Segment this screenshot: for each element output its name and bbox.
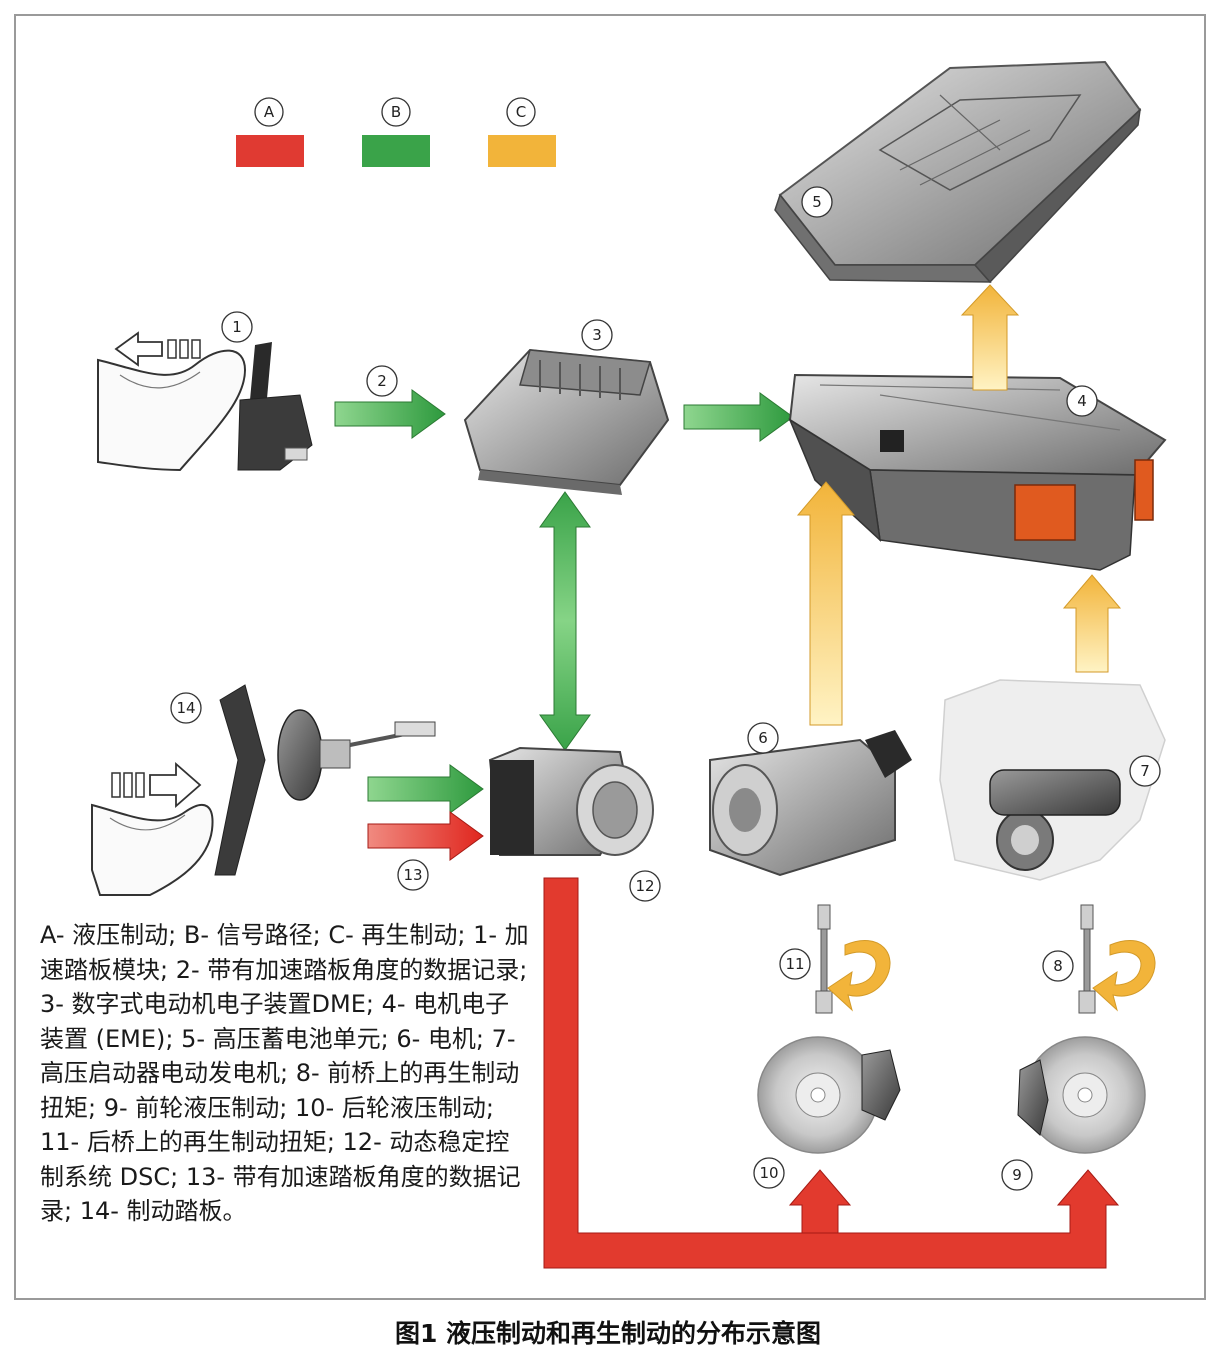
front-regen-torque-arrow	[1092, 939, 1156, 1012]
accelerator-pedal-image	[97, 342, 313, 472]
callout-3: 3	[581, 319, 613, 351]
callout-10: 10	[753, 1157, 785, 1189]
rear-axle-shaft	[815, 904, 833, 1014]
eme-power-electronics-image	[788, 373, 1167, 571]
svg-text:13: 13	[403, 866, 422, 884]
svg-text:11: 11	[785, 955, 804, 973]
svg-text:7: 7	[1140, 762, 1150, 780]
front-brake-disc-image	[1017, 1036, 1146, 1154]
svg-text:3: 3	[592, 326, 602, 344]
svg-text:8: 8	[1053, 957, 1063, 975]
svg-text:C: C	[516, 103, 526, 121]
front-axle-shaft	[1078, 904, 1096, 1014]
figure-caption: 图1 液压制动和再生制动的分布示意图	[394, 1319, 822, 1348]
legend-swatch-b	[362, 135, 430, 167]
svg-text:2: 2	[377, 372, 387, 390]
legend-swatch-a	[236, 135, 304, 167]
svg-text:4: 4	[1077, 392, 1087, 410]
forward-hollow-arrow-1	[114, 331, 201, 367]
legend-description: A- 液压制动; B- 信号路径; C- 再生制动; 1- 加速踏板模块; 2-…	[40, 921, 529, 1225]
regen-arrow-to-battery	[960, 284, 1020, 391]
svg-text:B: B	[391, 103, 401, 121]
dme-control-unit-image	[463, 348, 670, 495]
legend-swatch-c	[488, 135, 556, 167]
hv-battery-image	[774, 60, 1142, 284]
svg-text:14: 14	[176, 699, 195, 717]
callout-13: 13	[397, 859, 429, 891]
legend-letter-c: C	[506, 97, 536, 127]
legend-letter-b: B	[381, 97, 411, 127]
dsc-unit-image	[488, 746, 654, 856]
svg-text:A: A	[264, 103, 275, 121]
callout-7: 7	[1129, 755, 1161, 787]
svg-text:6: 6	[758, 729, 768, 747]
electric-motor-image	[709, 730, 912, 877]
callout-12: 12	[629, 870, 661, 902]
callout-5: 5	[801, 186, 833, 218]
regen-arrow-starter-to-eme	[1062, 574, 1122, 673]
svg-text:10: 10	[759, 1164, 778, 1182]
svg-text:5: 5	[812, 193, 822, 211]
svg-text:1: 1	[232, 318, 242, 336]
signal-arrow-dme-dsc	[539, 491, 591, 751]
callout-14: 14	[170, 692, 202, 724]
callout-2: 2	[366, 365, 398, 397]
signal-arrow-dme-to-eme	[683, 392, 794, 442]
forward-hollow-arrow-14	[111, 762, 202, 808]
signal-arrow-brake-to-dsc	[367, 764, 484, 814]
hydraulic-line-dsc-to-wheels	[543, 877, 1120, 1269]
rear-regen-torque-arrow	[827, 939, 891, 1012]
regen-arrow-motor-to-eme	[796, 481, 856, 726]
callout-1: 1	[221, 311, 253, 343]
svg-text:9: 9	[1012, 1166, 1022, 1184]
callout-6: 6	[747, 722, 779, 754]
callout-9: 9	[1001, 1159, 1033, 1191]
hydraulic-arrow-13	[367, 811, 484, 861]
callout-4: 4	[1066, 385, 1098, 417]
svg-text:12: 12	[635, 877, 654, 895]
rear-brake-disc-image	[757, 1036, 901, 1154]
callout-8: 8	[1042, 950, 1074, 982]
brake-pedal-image	[91, 684, 436, 896]
signal-arrow-2	[334, 389, 446, 439]
starter-generator-image	[939, 679, 1166, 881]
callout-11: 11	[779, 948, 811, 980]
legend-letter-a: A	[254, 97, 284, 127]
